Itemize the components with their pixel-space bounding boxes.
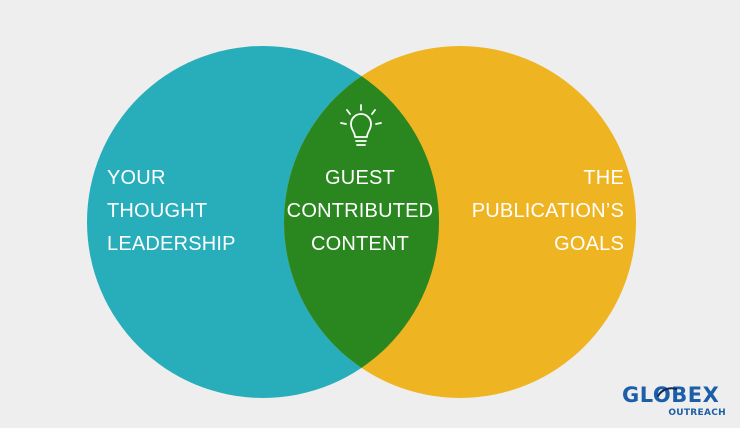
overlap-region	[284, 46, 439, 398]
left-circle-label: YOUR THOUGHT LEADERSHIP	[107, 162, 236, 261]
overlap-label-line-1: GUEST	[325, 167, 395, 189]
right-label-line-2: PUBLICATION’S	[471, 200, 624, 222]
left-label-line-2: THOUGHT	[107, 200, 208, 222]
globe-swoosh-icon	[657, 387, 677, 397]
overlap-label-line-2: CONTRIBUTED	[286, 200, 434, 222]
logo-tagline: OUTREACH	[668, 408, 726, 418]
overlap-label-line-3: CONTENT	[310, 233, 410, 255]
lightbulb-icon	[340, 104, 382, 146]
left-label-line-3: LEADERSHIP	[107, 233, 236, 255]
right-circle-label: THE PUBLICATION’S GOALS	[472, 162, 624, 261]
right-label-line-3: GOALS	[554, 233, 624, 255]
overlap-label: GUEST CONTRIBUTED CONTENT	[276, 162, 444, 261]
globex-outreach-logo: GLOBEX OUTREACH	[622, 383, 732, 423]
left-label-line-1: YOUR	[107, 167, 166, 189]
right-label-line-1: THE	[583, 167, 624, 189]
logo-wordmark: GLOBEX	[622, 383, 720, 407]
